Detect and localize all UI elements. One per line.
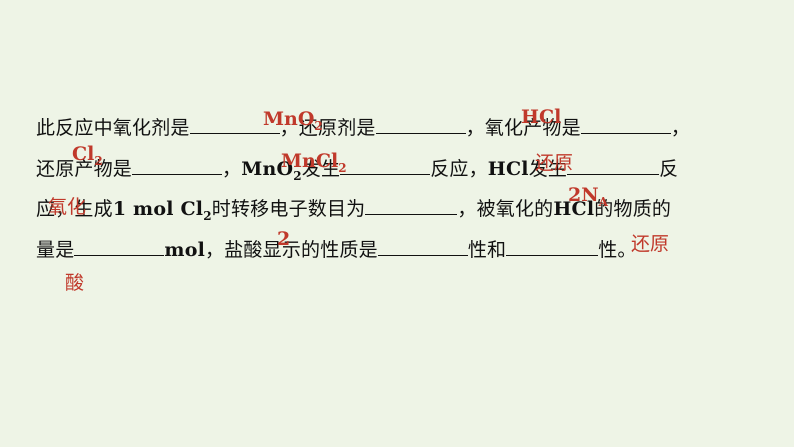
text: 发生 xyxy=(528,158,568,180)
text: 发生 xyxy=(301,158,341,180)
answer-reduction: 还原 xyxy=(535,152,574,174)
answer-electrons: 2NA xyxy=(568,184,608,209)
formula-mno2: MnO2 xyxy=(241,158,302,183)
text: 性。 xyxy=(598,239,637,261)
text: ， xyxy=(670,117,691,139)
text: ，被氧化的 xyxy=(457,198,554,220)
text: 应，生成 xyxy=(36,198,113,220)
answer-oxidant: MnO2 xyxy=(263,108,323,133)
blank-reaction-type-1 xyxy=(340,173,431,175)
blank-reduction-product xyxy=(132,173,223,175)
blank-reductant xyxy=(375,132,466,134)
blank-reaction-type-2 xyxy=(567,173,660,175)
text: ，氧化产物是 xyxy=(465,117,581,139)
formula-hcl: HCl xyxy=(487,158,529,180)
formula-hcl: HCl xyxy=(553,198,595,220)
answer-reducing: 还原 xyxy=(631,233,670,255)
text: 反应， xyxy=(430,158,488,180)
text: ， xyxy=(222,158,242,180)
blank-oxidation-product xyxy=(580,132,671,134)
answer-oxidation-product: Cl2 xyxy=(72,143,103,168)
question-line-4: 量是 mol，盐酸显示的性质是 性和 性。 xyxy=(36,235,637,262)
text: 性和 xyxy=(467,239,507,261)
question-line-1: 此反应中氧化剂是 ，还原剂是 ，氧化产物是 ， xyxy=(36,113,690,140)
text: 量是 xyxy=(36,239,75,261)
question-line-2: 还原产物是，MnO2发生反应，HCl发生反 xyxy=(36,154,678,183)
blank-moles xyxy=(74,254,165,256)
text: ，还原剂是 xyxy=(279,117,376,139)
blank-electron-count xyxy=(365,213,458,215)
question-line-3: 应，生成1 mol Cl2时转移电子数目为 ，被氧化的HCl的物质的 xyxy=(36,194,671,223)
answer-reductant: HCl xyxy=(521,106,562,128)
answer-reduction-product: MnCl2 xyxy=(281,150,347,175)
blank-oxidant xyxy=(189,132,280,134)
blank-property-1 xyxy=(377,254,468,256)
answer-moles: 2 xyxy=(277,228,291,250)
text: 时转移电子数目为 xyxy=(211,198,366,220)
unit-mol: mol xyxy=(164,239,206,261)
answer-oxidation: 氧化 xyxy=(48,196,87,218)
text: 的物质的 xyxy=(594,198,672,220)
text: 此反应中氧化剂是 xyxy=(36,117,190,139)
text: 还原产物是 xyxy=(36,158,133,180)
formula-mol-cl2: 1 mol Cl2 xyxy=(112,198,212,223)
text: 反 xyxy=(659,158,679,180)
answer-acidic: 酸 xyxy=(65,272,85,294)
text: ，盐酸显示的性质是 xyxy=(205,239,378,261)
blank-property-2 xyxy=(506,254,599,256)
